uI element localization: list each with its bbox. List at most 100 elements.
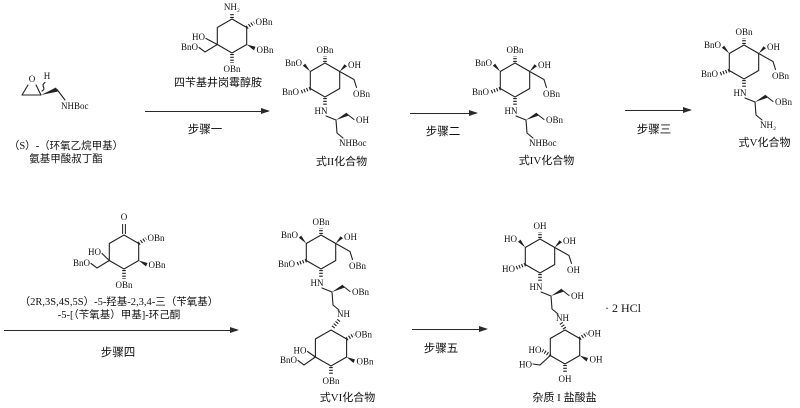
atom-oh: OH xyxy=(348,60,361,70)
atom-bno: BnO xyxy=(701,69,719,79)
compound-iv-caption: 式IV化合物 xyxy=(518,155,575,167)
product-structure: OH HO HO OH OH HN OH NH OH OH OH HO HO xyxy=(502,221,603,384)
atom-ho: HO xyxy=(519,360,532,370)
atom-obn: OBn xyxy=(322,376,340,386)
atom-obn: OBn xyxy=(735,27,753,37)
arrow-step5 xyxy=(412,325,488,332)
atom-obn: OBn xyxy=(543,89,561,99)
atom-hn: HN xyxy=(315,106,328,116)
atom-nh: NH xyxy=(337,309,350,319)
atom-ho: HO xyxy=(294,346,307,356)
atom-hn: HN xyxy=(505,106,518,116)
arrow-step2 xyxy=(410,109,478,116)
atom-obn: OBn xyxy=(772,71,790,81)
bonds xyxy=(90,224,148,279)
atom-ho: HO xyxy=(192,32,205,42)
atom-oh: OH xyxy=(571,291,584,301)
compound-ii-caption: 式II化合物 xyxy=(315,156,368,168)
atom-ho: HO xyxy=(529,345,542,355)
arrow-step1 xyxy=(145,107,270,114)
ring-bonds xyxy=(198,12,256,63)
atom-obn: OBn xyxy=(257,45,275,55)
bonds xyxy=(515,232,589,373)
atom-obn: OBn xyxy=(316,45,334,55)
compound-vi-structure: OBn BnO BnO OH OBn HN OBn NH OBn OBn OBn… xyxy=(278,217,375,386)
atom-bno: BnO xyxy=(73,258,91,268)
atom-o: O xyxy=(121,212,128,222)
atom-oh: OH xyxy=(559,374,572,384)
atom-h: H xyxy=(44,71,51,81)
atom-o: O xyxy=(29,74,36,84)
reagent2-caption: （2R,3S,4S,5S）-5-羟基-2,3,4-三（苄氧基） -5-[（苄氧基… xyxy=(19,297,219,321)
atom-bno: BnO xyxy=(285,58,303,68)
atom-oh: OH xyxy=(588,329,601,339)
atom-bno: BnO xyxy=(278,259,296,269)
atom-ho: HO xyxy=(502,264,515,274)
bonds xyxy=(300,56,358,139)
atom-bno: BnO xyxy=(181,42,199,52)
atom-bno: BnO xyxy=(704,40,722,50)
atom-nh2: NH₂ xyxy=(760,120,776,130)
atom-oh: OH xyxy=(538,60,551,70)
atom-oh: OH xyxy=(567,265,580,275)
atom-nhboc: NHBoc xyxy=(61,101,89,111)
compound-v-structure: OBn BnO BnO OH OBn HN OBn NH₂ xyxy=(701,27,793,130)
atom-obn: OBn xyxy=(149,260,167,270)
arrow-step3 xyxy=(625,106,692,113)
salt-label: · 2 HCl xyxy=(605,301,641,315)
atom-oh: OH xyxy=(767,42,780,52)
bonds xyxy=(490,56,548,139)
epoxide-bonds xyxy=(21,81,66,101)
compound-v-caption: 式V化合物 xyxy=(738,137,791,149)
atom-oh: OH xyxy=(590,355,603,365)
atom-ho: HO xyxy=(88,247,101,257)
compound-ii-structure: OBn BnO BnO OH OBn HN OH NHBoc xyxy=(282,45,371,148)
atom-bno: BnO xyxy=(280,355,298,365)
atom-obn: OBn xyxy=(355,330,373,340)
atom-obn: OBn xyxy=(115,280,133,290)
atom-oh: OH xyxy=(344,232,357,242)
atom-obn: OBn xyxy=(775,97,793,107)
atom-nhboc: NHBoc xyxy=(529,138,557,148)
bonds xyxy=(719,38,777,121)
atom-bno: BnO xyxy=(281,230,299,240)
step2-label: 步骤二 xyxy=(425,126,461,138)
atom-oh: OH xyxy=(534,221,547,231)
atom-obn: OBn xyxy=(312,217,330,227)
atom-obn: OBn xyxy=(546,115,564,125)
compound-sm-caption: （S）-（环氧乙烷甲基） 氨基甲酸叔丁酯 xyxy=(8,141,124,165)
step5-label: 步骤五 xyxy=(423,343,459,355)
atom-obn: OBn xyxy=(223,64,241,74)
product-caption: 杂质 I 盐酸盐 xyxy=(532,392,597,404)
reagent2-structure: O OBn OBn OBn HO BnO xyxy=(73,212,167,290)
reagent1-caption: 四苄基井岗霉醇胺 xyxy=(174,77,262,89)
atom-bno: BnO xyxy=(475,58,493,68)
reagent1-structure: NH₂ OBn OBn OBn HO BnO xyxy=(181,2,275,74)
atom-hn: HN xyxy=(311,278,324,288)
atom-oh: OH xyxy=(356,115,369,125)
step3-label: 步骤三 xyxy=(636,124,672,136)
arrow-step4 xyxy=(4,326,239,333)
atom-bno: BnO xyxy=(282,87,300,97)
atom-obn: OBn xyxy=(349,261,367,271)
step1-label: 步骤一 xyxy=(187,124,223,136)
atom-ho: HO xyxy=(504,234,517,244)
compound-vi-caption: 式VI化合物 xyxy=(319,392,376,404)
atom-obn: OBn xyxy=(357,357,375,367)
atom-obn: OBn xyxy=(506,45,524,55)
atom-nhboc: NHBoc xyxy=(339,138,367,148)
atom-obn: OBn xyxy=(353,89,371,99)
compound-iv-structure: OBn BnO BnO OH OBn HN OBn NHBoc xyxy=(472,45,564,148)
atom-nh: NH xyxy=(556,313,569,323)
atom-obn: OBn xyxy=(148,233,166,243)
atom-bno: BnO xyxy=(472,87,490,97)
atom-obn: OBn xyxy=(256,17,274,27)
atom-obn: OBn xyxy=(352,287,370,297)
step4-label: 步骤四 xyxy=(100,347,136,359)
bonds xyxy=(296,228,355,375)
atom-hn: HN xyxy=(530,282,543,292)
atom-nh2: NH₂ xyxy=(224,2,240,12)
compound-sm-structure: O H NHBoc xyxy=(21,71,89,111)
atom-hn: HN xyxy=(734,88,747,98)
